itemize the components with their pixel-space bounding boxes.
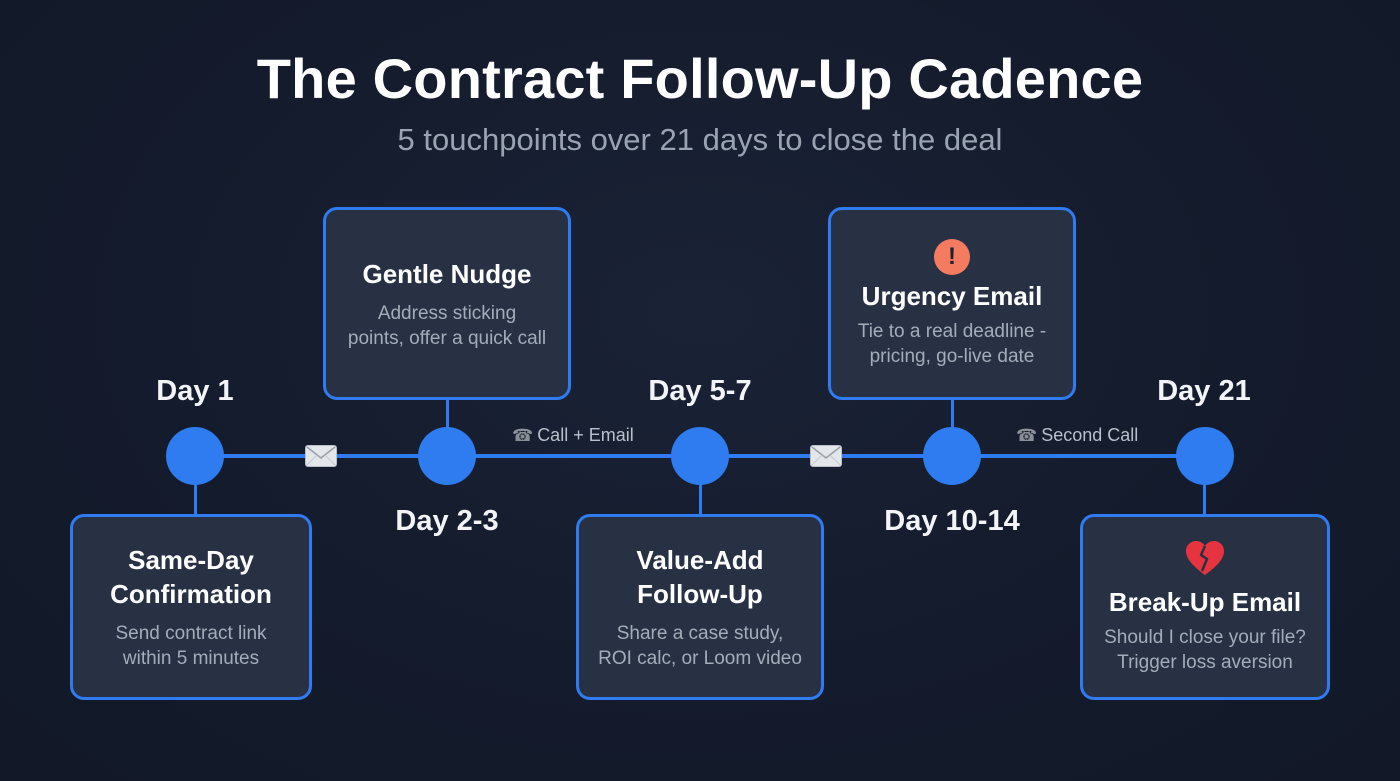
connector-step-3: [699, 480, 702, 516]
broken-heart-icon: [1186, 540, 1224, 575]
timeline-node-1: [166, 427, 224, 485]
card-title-line: Break-Up Email: [1108, 586, 1302, 617]
channel-text: Call + Email: [537, 425, 634, 445]
card-desc-line: within 5 minutes: [122, 648, 260, 669]
card-desc-line: Address sticking: [377, 302, 517, 324]
connector-step-1: [194, 480, 197, 516]
timeline-node-3: [671, 427, 729, 485]
card-description: Tie to a real deadline - pricing, go-liv…: [850, 319, 1054, 369]
card-desc-line: points, offer a quick call: [347, 327, 547, 349]
page-title: The Contract Follow-Up Cadence: [256, 47, 1144, 110]
page-subtitle: 5 touchpoints over 21 days to close the …: [397, 122, 1003, 157]
connector-step-4: [951, 398, 954, 430]
alert-icon: !: [934, 238, 970, 275]
connector-step-5: [1203, 480, 1206, 516]
step-card-break-up-email: Break-Up Email Should I close your file?…: [1080, 514, 1330, 700]
card-desc-line: Should I close your file?: [1104, 626, 1306, 648]
connector-step-2: [446, 398, 449, 430]
card-description: Address sticking points, offer a quick c…: [340, 301, 554, 351]
card-desc-line: pricing, go-live date: [869, 345, 1035, 367]
card-desc-line: ROI calc, or Loom video: [598, 648, 802, 669]
day-label-4: Day 10-14: [884, 505, 1020, 537]
envelope-icon: [810, 445, 842, 467]
phone-icon: ☎: [1016, 425, 1038, 445]
card-title: Urgency Email: [854, 279, 1051, 313]
step-card-same-day-confirmation: Same-Day Confirmation Send contract link…: [70, 514, 312, 700]
card-title: Gentle Nudge: [354, 257, 539, 291]
card-title: Value-Add Follow-Up: [628, 543, 771, 611]
card-description: Send contract link within 5 minutes: [107, 621, 274, 671]
day-label-1: Day 1: [156, 375, 234, 407]
timeline-node-2: [418, 427, 476, 485]
card-title-line: Value-Add: [636, 545, 764, 575]
card-description: Share a case study, ROI calc, or Loom vi…: [590, 621, 810, 671]
card-title-line: Urgency Email: [861, 280, 1043, 311]
card-icon: [1185, 540, 1225, 581]
card-desc-line: Trigger loss aversion: [1117, 651, 1293, 673]
card-desc-line: Share a case study,: [616, 623, 784, 644]
day-label-3: Day 5-7: [648, 375, 752, 407]
timeline-node-4: [923, 427, 981, 485]
channel-label-second-call: ☎ Second Call: [1016, 425, 1138, 446]
card-desc-line: Send contract link: [115, 623, 267, 644]
card-icon: !: [934, 238, 970, 275]
channel-label-call-email: ☎ Call + Email: [512, 425, 634, 446]
step-card-gentle-nudge: Gentle Nudge Address sticking points, of…: [323, 207, 571, 400]
step-card-urgency-email: ! Urgency Email Tie to a real deadline -…: [828, 207, 1076, 400]
card-title-line: Gentle Nudge: [362, 258, 532, 289]
card-description: Should I close your file? Trigger loss a…: [1096, 625, 1314, 675]
envelope-icon: [305, 445, 337, 467]
card-title-line: Follow-Up: [637, 579, 763, 609]
day-label-2: Day 2-3: [395, 505, 499, 537]
card-title-line: Confirmation: [110, 579, 272, 609]
card-title-line: Same-Day: [128, 545, 254, 575]
phone-icon: ☎: [512, 425, 534, 445]
card-title: Same-Day Confirmation: [102, 543, 280, 611]
step-card-value-add-follow-up: Value-Add Follow-Up Share a case study, …: [576, 514, 824, 700]
card-desc-line: Tie to a real deadline -: [857, 320, 1047, 342]
timeline-node-5: [1176, 427, 1234, 485]
channel-text: Second Call: [1041, 425, 1139, 445]
card-title: Break-Up Email: [1101, 585, 1309, 619]
day-label-5: Day 21: [1157, 375, 1251, 407]
